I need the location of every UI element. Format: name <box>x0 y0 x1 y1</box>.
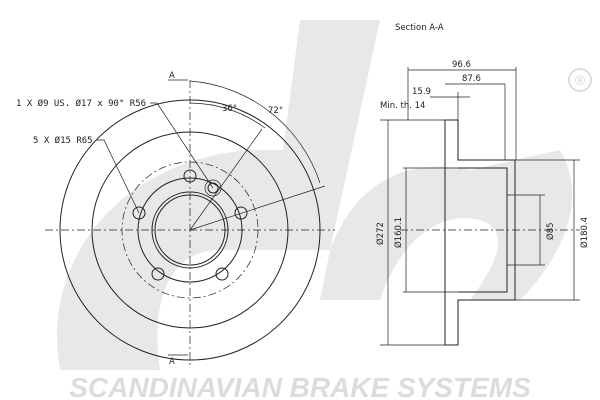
dim-overall-height: 96.6 <box>452 60 471 70</box>
drawing-line <box>183 169 197 183</box>
front-view: 36° 72° 1 X Ø9 US. Ø17 x 90° R56 5 X Ø15… <box>16 71 335 367</box>
drawing-line <box>150 102 214 189</box>
callout-bolts: 5 X Ø15 R65 <box>33 135 93 146</box>
dia-hat: Ø180.4 <box>579 217 590 248</box>
drawing-line <box>568 68 592 92</box>
drawing-line <box>207 182 219 194</box>
drawing-line <box>234 206 248 220</box>
dim-thickness: 15.9 <box>412 87 431 97</box>
drawing-line <box>204 179 222 197</box>
brand-name: SCANDINAVIAN BRAKE SYSTEMS <box>69 372 531 400</box>
sbs-watermark-logo <box>56 20 573 370</box>
drawing-line <box>215 267 229 281</box>
min-thickness: Min. th. 14 <box>380 101 425 111</box>
angle-72: 72° <box>268 106 283 116</box>
drawing-line <box>189 128 263 231</box>
bolt-holes <box>132 169 248 281</box>
drawing-line <box>270 20 380 250</box>
drawing-line <box>320 150 573 300</box>
dim-hat-height: 87.6 <box>462 74 481 84</box>
drawing-line <box>189 185 326 231</box>
dia-center: Ø85 <box>545 222 556 240</box>
drawing-line <box>56 150 330 370</box>
drawing-line: ® <box>575 72 586 88</box>
drawing-line <box>189 80 321 184</box>
dia-outer: Ø272 <box>375 222 386 245</box>
section-view: Section A-A 96.6 87.6 15.9 Min. th. 14 Ø… <box>375 23 590 346</box>
drawing-line <box>151 267 165 281</box>
section-title: Section A-A <box>395 23 444 33</box>
section-marker-bottom: A <box>169 357 175 367</box>
section-marker-top: A <box>169 71 175 81</box>
callout-hole: 1 X Ø9 US. Ø17 x 90° R56 <box>16 98 146 109</box>
drawing-line <box>189 102 266 129</box>
drawing-line <box>96 139 140 214</box>
registered-mark: ® <box>568 68 592 92</box>
angle-36: 36° <box>222 104 237 114</box>
drawing-line <box>132 206 146 220</box>
dia-inner: Ø160.1 <box>393 217 404 248</box>
